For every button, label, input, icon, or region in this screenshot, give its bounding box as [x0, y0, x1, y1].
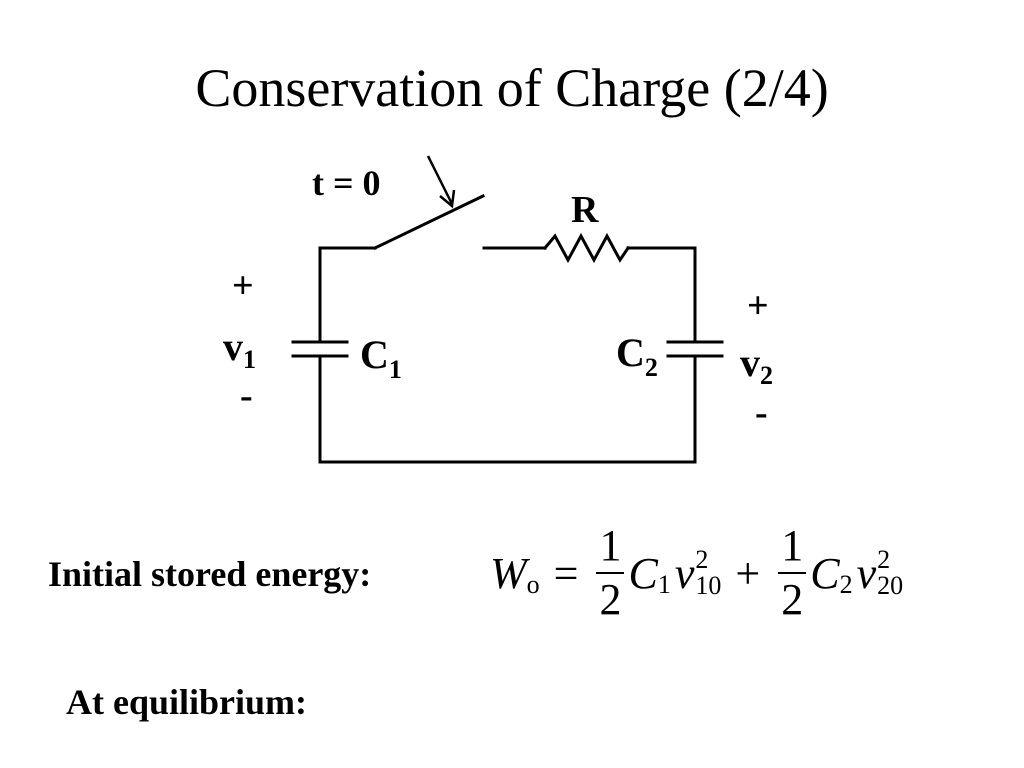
switch-time-label: t = 0 — [312, 163, 381, 203]
eq-term1-cap-subscript: 1 — [657, 570, 671, 599]
resistor-symbol — [542, 232, 631, 264]
c2-subscript: 2 — [645, 353, 658, 382]
v2-label: v2 — [740, 340, 773, 390]
capacitor-c2-label: C2 — [616, 330, 658, 382]
eq-term2-cap-subscript: 2 — [839, 570, 853, 599]
eq-fraction-1-bar — [596, 572, 625, 574]
v1-letter: v — [223, 324, 243, 369]
switch-blade — [372, 193, 486, 251]
eq-term2-v-subscript: 20 — [877, 571, 904, 600]
equilibrium-label: At equilibrium: — [66, 682, 308, 722]
initial-energy-label: Initial stored energy: — [48, 554, 372, 594]
circuit-diagram: t = 0 R + v1 - C1 C2 + v2 - — [223, 155, 773, 464]
v1-subscript: 1 — [243, 345, 256, 374]
c1-letter: C — [360, 332, 389, 377]
eq-fraction-2-bar — [778, 572, 807, 574]
eq-w-subscript: o — [526, 570, 540, 599]
eq-plus-sign: + — [735, 548, 761, 598]
eq-w-symbol: W — [490, 548, 527, 598]
v2-subscript: 2 — [760, 361, 773, 390]
v2-minus-sign: - — [755, 392, 768, 434]
v2-plus-sign: + — [747, 285, 769, 327]
v1-minus-sign: - — [240, 375, 253, 417]
switch-arrow — [426, 155, 454, 205]
eq-term1-v: v — [674, 548, 695, 598]
eq-term2-cap: C — [810, 548, 840, 598]
switch-arrow-head — [439, 189, 456, 209]
eq-fraction-2-denominator: 2 — [781, 575, 804, 624]
eq-fraction-1: 1 2 — [596, 521, 625, 624]
eq-fraction-2: 1 2 — [778, 521, 807, 624]
eq-term2-v-superscript: 2 — [877, 545, 891, 574]
v1-label: v1 — [223, 324, 256, 374]
eq-term1-cap: C — [628, 548, 658, 598]
capacitor-c1-label: C1 — [360, 332, 402, 384]
eq-fraction-2-numerator: 1 — [781, 521, 804, 570]
c2-letter: C — [616, 330, 645, 375]
eq-term1-v-superscript: 2 — [695, 545, 709, 574]
eq-term2-v: v — [856, 548, 877, 598]
eq-fraction-1-denominator: 2 — [599, 575, 622, 624]
eq-fraction-1-numerator: 1 — [599, 521, 622, 570]
resistor-label: R — [571, 189, 599, 231]
eq-equals-sign: = — [553, 548, 579, 598]
eq-term1-v-subscript: 10 — [695, 571, 722, 600]
v1-plus-sign: + — [232, 265, 254, 307]
slide-title: Conservation of Charge (2/4) — [195, 58, 829, 118]
c1-subscript: 1 — [389, 355, 402, 384]
v2-letter: v — [740, 340, 760, 385]
